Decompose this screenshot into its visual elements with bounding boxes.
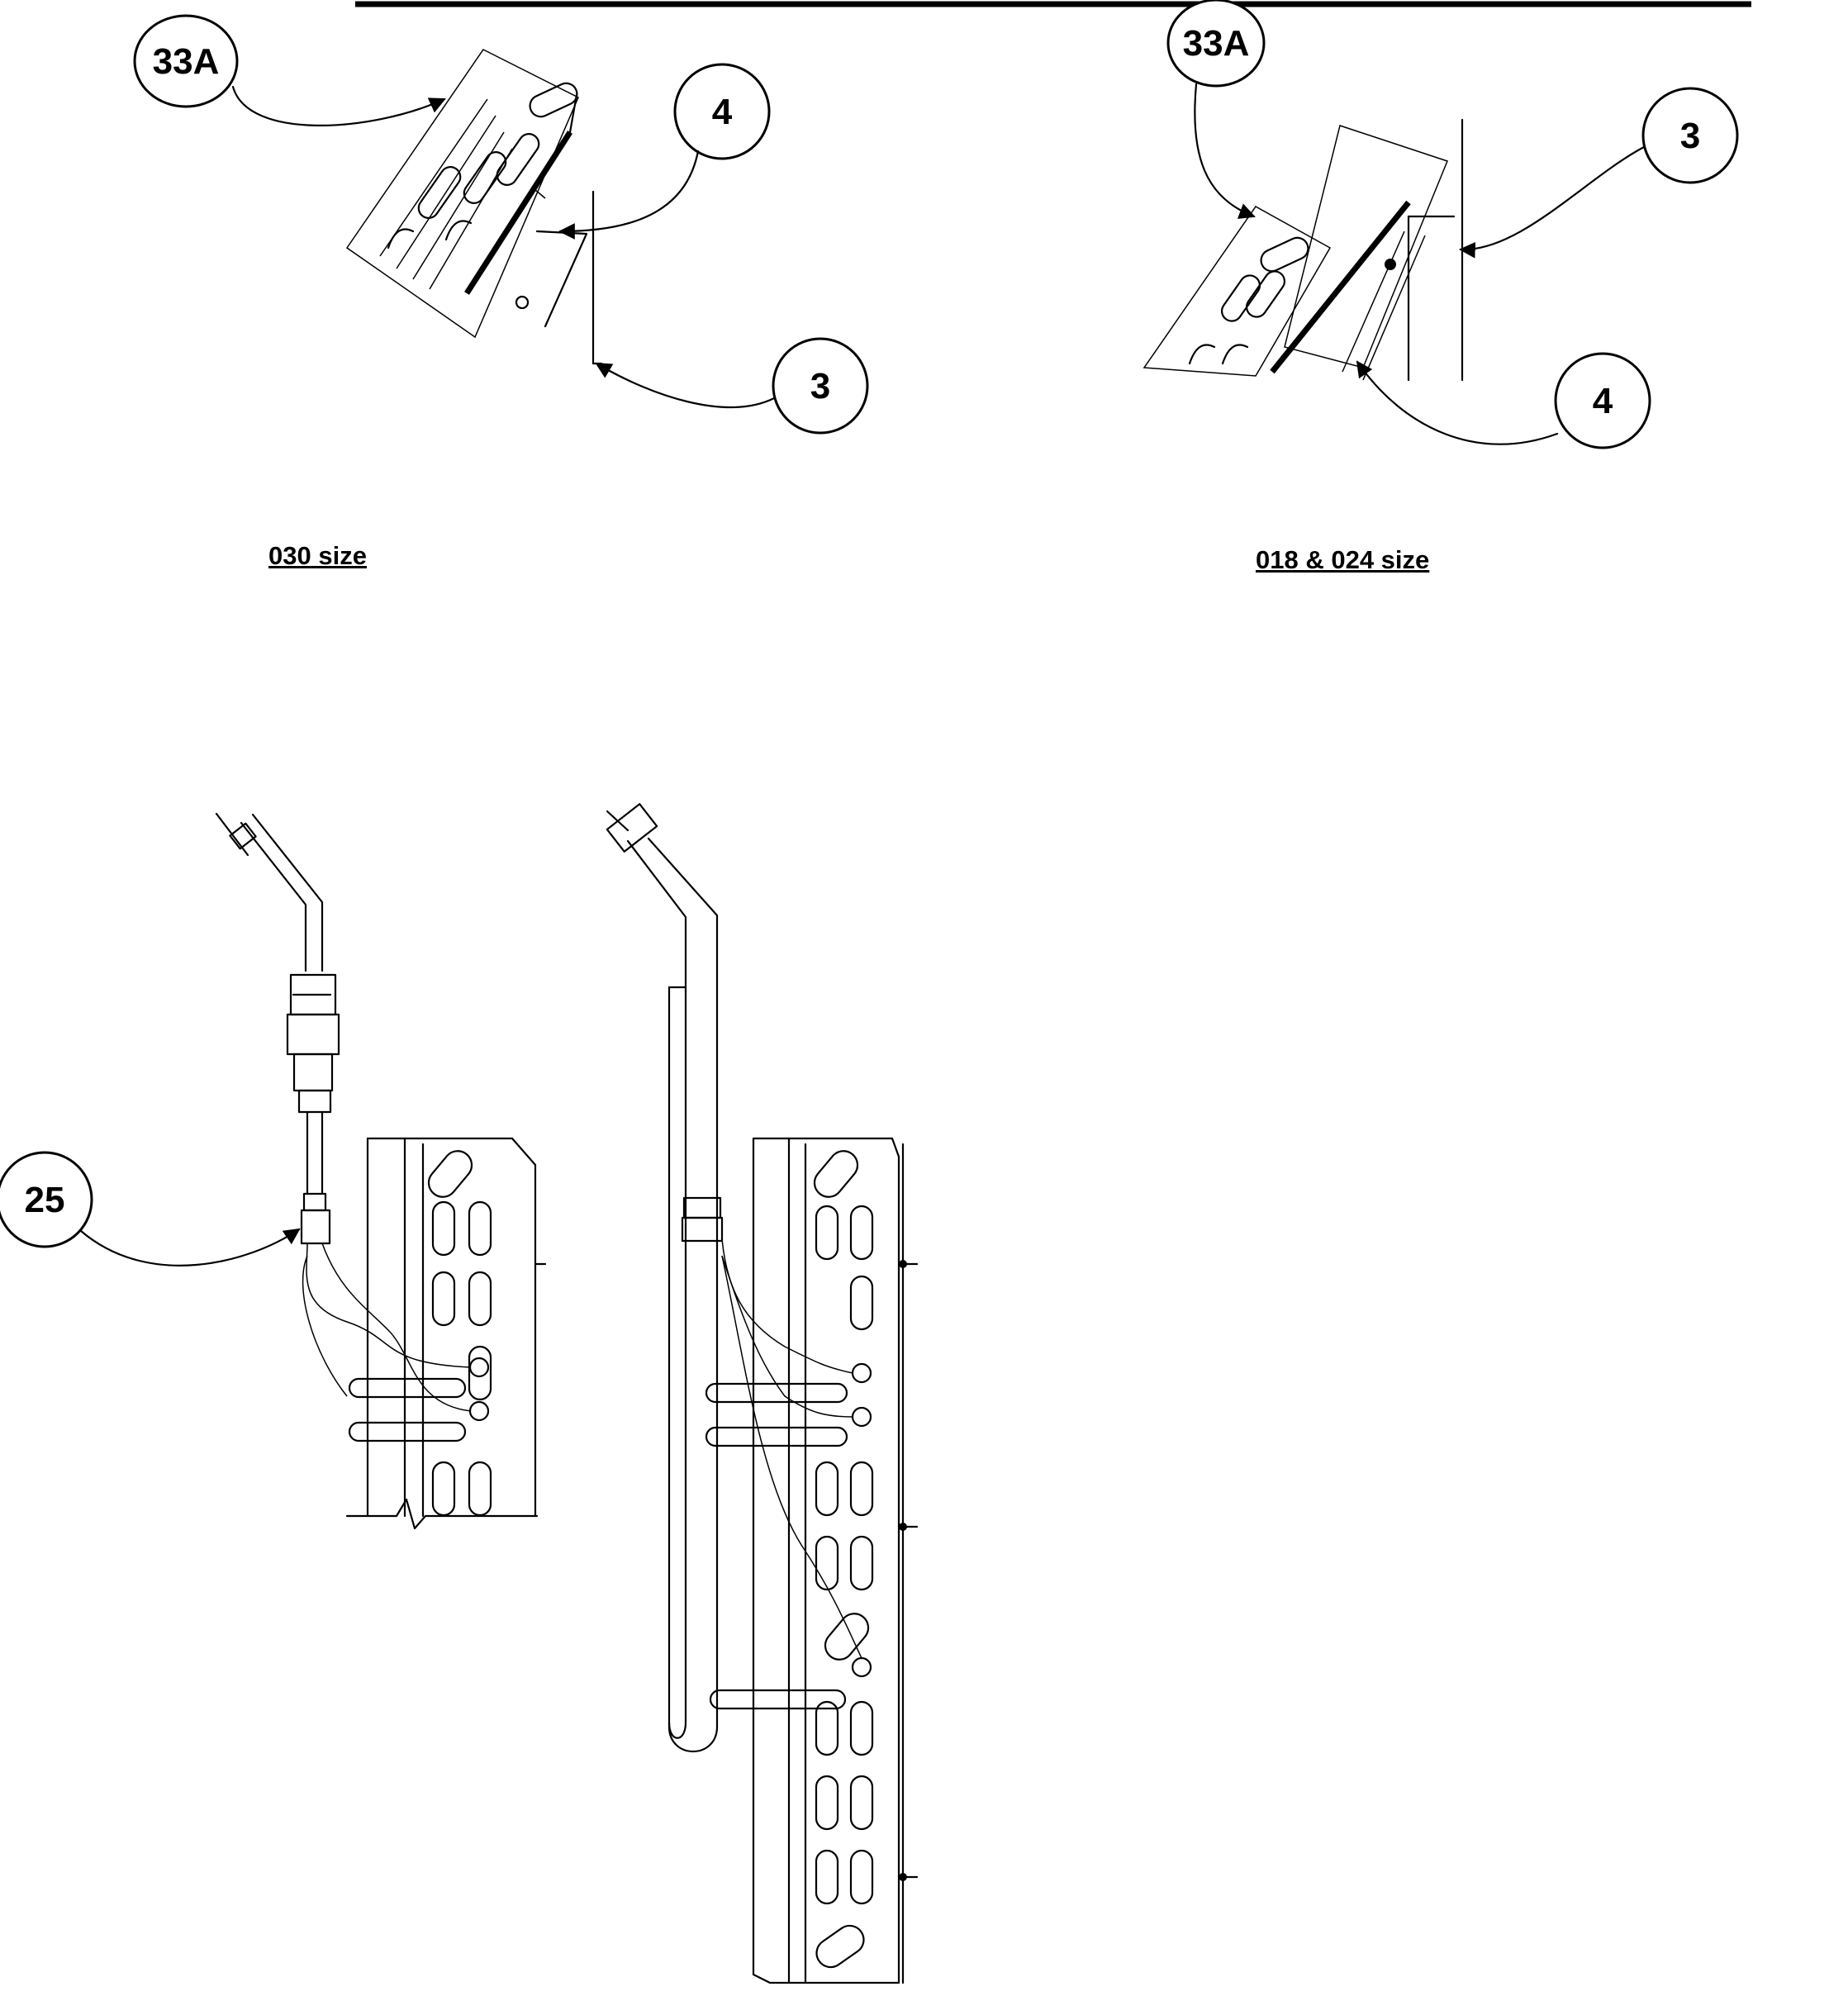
svg-text:25: 25 — [25, 1180, 65, 1220]
svg-text:33A: 33A — [1183, 23, 1250, 64]
callout-33a-right: 33A — [1166, 0, 1266, 219]
coil-assembly-center — [606, 803, 919, 1984]
svg-text:3: 3 — [810, 366, 830, 406]
detail-018-024-size — [1143, 118, 1464, 382]
svg-text:33A: 33A — [153, 41, 220, 82]
svg-text:3: 3 — [1680, 116, 1700, 156]
callout-4-left: 4 — [558, 63, 771, 240]
detail-030-size — [345, 49, 603, 365]
callout-3-right: 3 — [1459, 87, 1739, 259]
caption-030-size: 030 size — [268, 541, 367, 570]
svg-text:4: 4 — [712, 92, 733, 132]
coil-assembly-left — [215, 812, 547, 1530]
callout-25: 25 — [0, 1151, 301, 1267]
callout-3-left: 3 — [595, 337, 869, 435]
caption-018-024-size: 018 & 024 size — [1256, 545, 1430, 574]
callout-4-right: 4 — [1356, 352, 1651, 449]
callout-33a-left: 33A — [133, 14, 446, 126]
svg-text:4: 4 — [1593, 381, 1613, 421]
